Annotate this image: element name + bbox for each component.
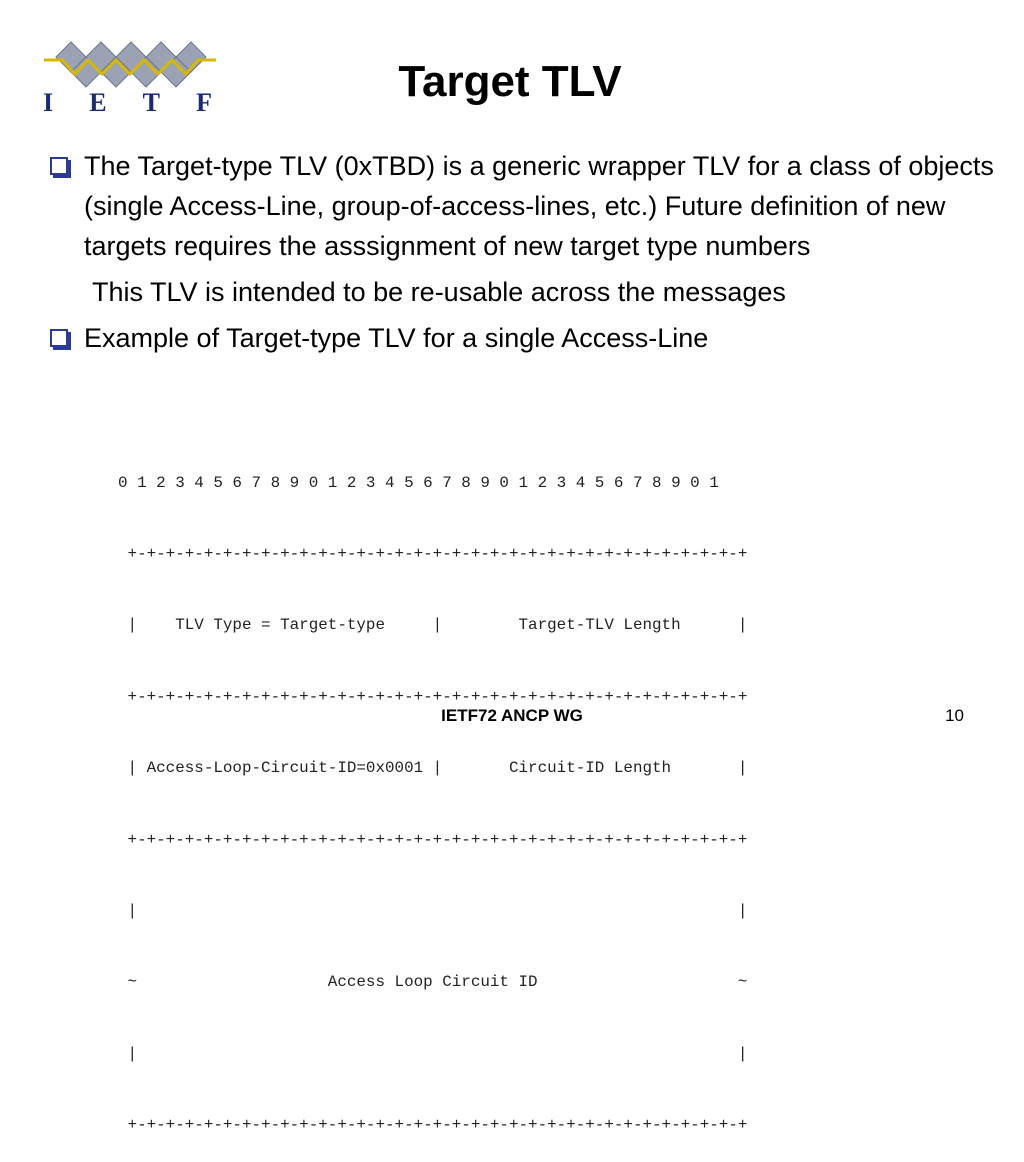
diagram-line: | | xyxy=(118,1044,748,1063)
diagram-line: | TLV Type = Target-type | Target-TLV Le… xyxy=(118,616,748,635)
logo-zigzag-line xyxy=(44,57,216,77)
bullet-box-icon xyxy=(50,157,68,175)
page-number: 10 xyxy=(945,706,964,725)
diagram-line: +-+-+-+-+-+-+-+-+-+-+-+-+-+-+-+-+-+-+-+-… xyxy=(118,1116,748,1135)
footer-label: IETF72 ANCP WG xyxy=(441,706,583,725)
diagram-line: +-+-+-+-+-+-+-+-+-+-+-+-+-+-+-+-+-+-+-+-… xyxy=(118,830,748,849)
diagram-line: ~ Access Loop Circuit ID ~ xyxy=(118,973,748,992)
logo-letters: I E T F xyxy=(40,88,215,117)
bullet-item: Example of Target-type TLV for a single … xyxy=(48,318,1008,358)
logo-letter: I xyxy=(43,88,54,117)
diagram-line: | | xyxy=(118,901,748,920)
slide-title: Target TLV xyxy=(398,57,622,106)
diagram-line: +-+-+-+-+-+-+-+-+-+-+-+-+-+-+-+-+-+-+-+-… xyxy=(118,544,748,563)
diagram-line: 0 1 2 3 4 5 6 7 8 9 0 1 2 3 4 5 6 7 8 9 … xyxy=(118,473,719,492)
slide-content: The Target-type TLV (0xTBD) is a generic… xyxy=(48,146,1008,358)
tlv-diagram: 0 1 2 3 4 5 6 7 8 9 0 1 2 3 4 5 6 7 8 9 … xyxy=(118,424,747,1162)
bullet-box-icon xyxy=(50,329,68,347)
diagram-line: +-+-+-+-+-+-+-+-+-+-+-+-+-+-+-+-+-+-+-+-… xyxy=(118,687,748,706)
bullet-text: Example of Target-type TLV for a single … xyxy=(84,323,709,353)
sub-text: This TLV is intended to be re-usable acr… xyxy=(92,277,786,307)
logo-letter: E xyxy=(89,88,107,117)
ietf-logo xyxy=(44,41,216,88)
diagram-line: | Access-Loop-Circuit-ID=0x0001 | Circui… xyxy=(118,759,748,778)
logo-letter: F xyxy=(196,88,212,117)
bullet-item: The Target-type TLV (0xTBD) is a generic… xyxy=(48,146,1008,266)
logo-letter: T xyxy=(142,88,160,117)
bullet-text: The Target-type TLV (0xTBD) is a generic… xyxy=(84,151,994,261)
